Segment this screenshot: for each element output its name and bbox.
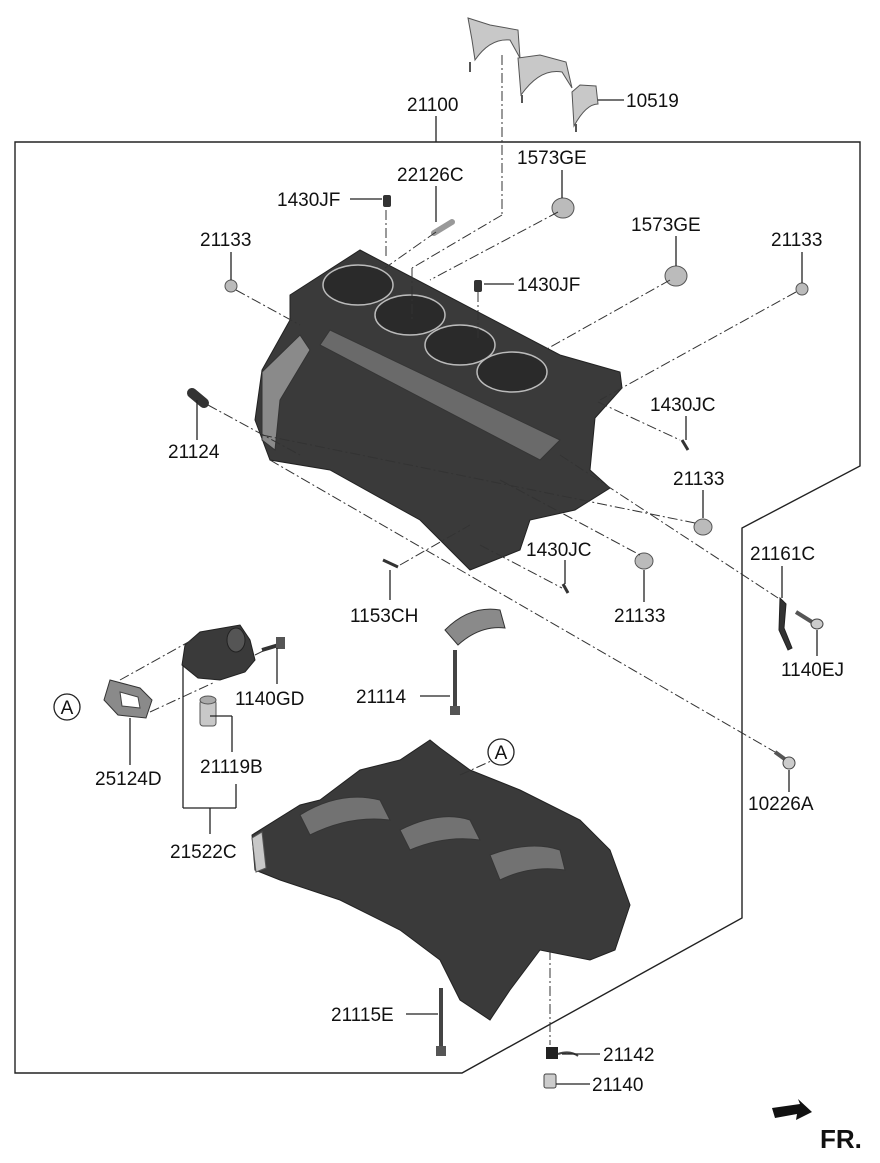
assembly-boundary [14, 141, 861, 1074]
label-1573ge-b: 1573GE [631, 215, 701, 236]
label-21119b: 21119B [200, 757, 263, 778]
part-number-labels: 10519 21100 22126C 1573GE 1430JF 1573GE … [95, 91, 844, 1096]
label-10226a: 10226A [748, 794, 814, 815]
part-25124d-gasket[interactable] [103, 679, 153, 719]
label-21133-a: 21133 [200, 230, 251, 251]
part-1573ge-plug-b[interactable] [664, 265, 688, 287]
part-21142-sensor[interactable] [546, 1047, 579, 1059]
part-10226a-bolt[interactable] [773, 750, 796, 770]
part-21133-plug-d[interactable] [634, 552, 654, 570]
part-21133-plug-c[interactable] [693, 518, 713, 536]
part-21115e-bolt[interactable] [436, 988, 446, 1056]
ref-a-left-label: A [61, 698, 74, 719]
part-1573ge-plug-a[interactable] [551, 197, 575, 219]
part-1430jf-dowel-b[interactable] [474, 280, 482, 292]
label-1140ej: 1140EJ [781, 660, 844, 681]
part-1430jc-pin-a[interactable] [680, 439, 690, 451]
label-1573ge-a: 1573GE [517, 148, 587, 169]
front-arrow-icon [772, 1099, 812, 1120]
label-21115e: 21115E [331, 1005, 394, 1026]
part-21119b-filter[interactable] [199, 695, 217, 727]
front-direction-indicator: FR. [772, 1099, 862, 1154]
label-25124d: 25124D [95, 769, 162, 790]
label-1430jf-b: 1430JF [517, 275, 580, 296]
leader-lines [129, 99, 818, 1085]
part-22126c-pin[interactable] [431, 219, 455, 236]
part-1140ej-bolt[interactable] [794, 610, 824, 630]
part-21114-bearing-cap[interactable] [444, 608, 506, 715]
part-bedplate[interactable] [251, 739, 631, 1021]
label-21133-b: 21133 [771, 230, 822, 251]
label-10519: 10519 [626, 91, 679, 112]
label-22126c: 22126C [397, 165, 464, 186]
label-21124: 21124 [168, 442, 220, 463]
reference-marker-a-left: A [53, 693, 81, 721]
part-10519-guide-plates[interactable] [467, 17, 599, 132]
label-1430jf-a: 1430JF [277, 190, 340, 211]
part-21522c-housing[interactable] [181, 624, 256, 681]
label-1153ch: 1153CH [350, 606, 418, 627]
label-1140gd: 1140GD [235, 689, 304, 710]
label-21142: 21142 [603, 1045, 654, 1066]
part-1140gd-bolt[interactable] [261, 637, 285, 652]
label-1430jc-b: 1430JC [526, 540, 592, 561]
reference-marker-a-right: A [487, 738, 515, 766]
part-21133-plug-b[interactable] [795, 282, 809, 296]
label-21522c: 21522C [170, 842, 237, 863]
ref-a-right-label: A [495, 743, 508, 764]
part-21161c-bracket[interactable] [778, 596, 793, 651]
label-21133-c: 21133 [673, 469, 724, 490]
part-1430jf-dowel-a[interactable] [383, 195, 391, 207]
label-21140: 21140 [592, 1075, 643, 1096]
label-21100: 21100 [407, 95, 458, 116]
label-21114: 21114 [356, 687, 406, 708]
front-label: FR. [820, 1124, 862, 1154]
label-21161c: 21161C [750, 544, 815, 565]
label-21133-d: 21133 [614, 606, 665, 627]
part-21140-plug[interactable] [543, 1073, 557, 1089]
part-21124-sleeve[interactable] [187, 388, 209, 408]
label-1430jc-a: 1430JC [650, 395, 716, 416]
center-lines [119, 55, 797, 1045]
part-21100-cylinder-block[interactable] [254, 249, 623, 571]
part-1153ch-pin[interactable] [382, 558, 399, 569]
part-1430jc-pin-b[interactable] [561, 583, 570, 594]
part-21133-plug-a[interactable] [224, 279, 238, 293]
